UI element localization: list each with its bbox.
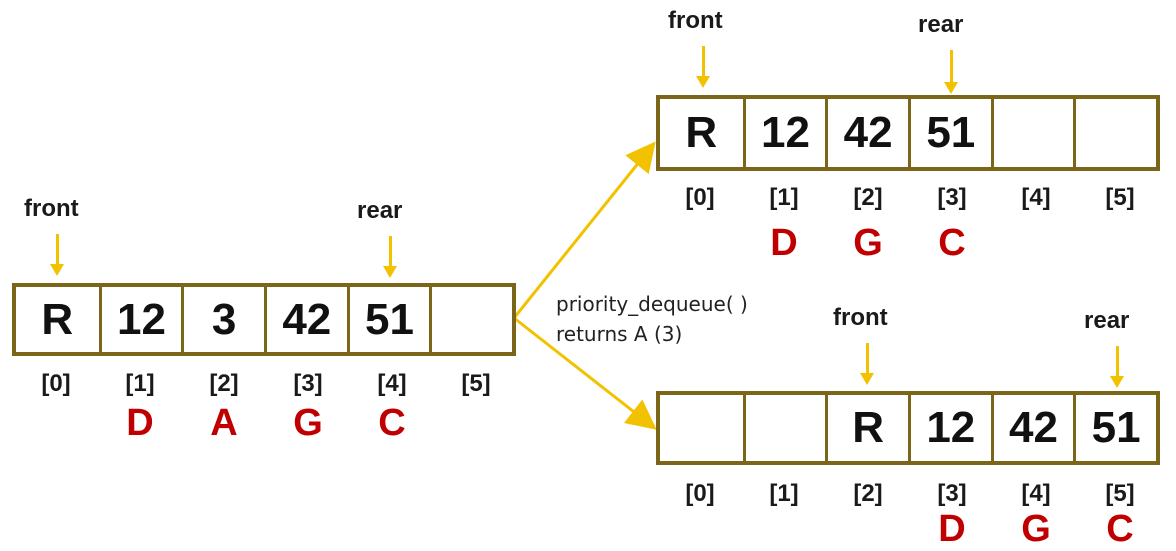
bottom-tag-row: D G C [658,508,1162,551]
left-index-row: [0] [1] [2] [3] [4] [5] [14,370,518,398]
bottom-index-0: [0] [685,480,715,507]
top-tag-row: D G C [658,222,1162,265]
top-tag-5 [1078,222,1162,265]
top-queue-array: R 12 42 51 [656,95,1160,171]
top-cell-0: R [685,108,718,157]
top-index-row: [0] [1] [2] [3] [4] [5] [658,184,1162,212]
left-tag-row: D A G C [14,402,518,445]
left-cell-5 [429,287,512,352]
left-index-2: [2] [209,370,239,397]
left-cell-3: 42 [263,287,347,352]
top-cell-5 [1073,99,1156,167]
bottom-cell-2: R [825,395,908,461]
left-tag-5 [434,402,518,445]
top-tag-1: D [770,222,798,264]
bottom-cell-3: 12 [907,395,991,461]
top-tag-4 [994,222,1078,265]
top-index-1: [1] [769,184,799,211]
bottom-tag-2 [826,508,910,551]
bottom-tag-3: D [938,508,966,550]
left-cell-1: 12 [98,287,182,352]
top-index-5: [5] [1105,184,1135,211]
bottom-queue-array: R 12 42 51 [656,391,1160,465]
left-tag-0 [14,402,98,445]
operation-label: priority_dequeue( ) returns A (3) [556,289,748,349]
bottom-tag-4: G [1021,508,1051,550]
left-index-0: [0] [41,370,71,397]
top-index-4: [4] [1021,184,1051,211]
left-front-arrow [50,234,64,276]
top-index-0: [0] [685,184,715,211]
left-index-4: [4] [377,370,407,397]
arrow-to-bottom-queue [513,316,657,430]
left-index-3: [3] [293,370,323,397]
left-index-5: [5] [461,370,491,397]
top-front-arrow [696,46,710,88]
bottom-index-1: [1] [769,480,799,507]
left-front-label: front [24,195,79,222]
top-rear-arrow [944,50,958,94]
left-rear-arrow [383,236,397,278]
top-cell-4 [990,99,1074,167]
left-rear-label: rear [357,197,403,224]
top-index-2: [2] [853,184,883,211]
bottom-index-4: [4] [1021,480,1051,507]
top-cell-2: 42 [825,99,908,167]
top-tag-0 [658,222,742,265]
bottom-cell-4: 42 [990,395,1074,461]
top-front-label: front [668,7,723,34]
bottom-front-arrow [860,343,874,385]
bottom-rear-arrow [1110,346,1124,388]
bottom-cell-5: 51 [1073,395,1156,461]
top-tag-2: G [853,222,883,264]
bottom-tag-0 [658,508,742,551]
bottom-tag-1 [742,508,826,551]
left-cell-2: 3 [181,287,264,352]
left-cell-4: 51 [346,287,430,352]
left-queue-array: R 12 3 42 51 [12,283,516,356]
left-tag-1: D [126,402,154,444]
bottom-cell-0 [660,395,743,461]
bottom-index-2: [2] [853,480,883,507]
top-cell-1: 12 [742,99,826,167]
top-cell-3: 51 [907,99,991,167]
left-cell-0: R [41,294,74,344]
operation-line-2: returns A (3) [556,322,683,346]
left-index-1: [1] [125,370,155,397]
operation-line-1: priority_dequeue( ) [556,292,748,316]
top-rear-label: rear [918,11,964,38]
arrow-to-top-queue [512,141,656,319]
bottom-front-label: front [833,304,888,331]
bottom-tag-5: C [1106,508,1134,550]
left-tag-2: A [210,402,238,444]
top-tag-3: C [938,222,966,264]
bottom-index-row: [0] [1] [2] [3] [4] [5] [658,480,1162,508]
left-tag-4: C [378,402,406,444]
bottom-cell-1 [742,395,826,461]
left-tag-3: G [293,402,323,444]
bottom-index-5: [5] [1105,480,1135,507]
bottom-index-3: [3] [937,480,967,507]
top-index-3: [3] [937,184,967,211]
bottom-rear-label: rear [1084,307,1130,334]
